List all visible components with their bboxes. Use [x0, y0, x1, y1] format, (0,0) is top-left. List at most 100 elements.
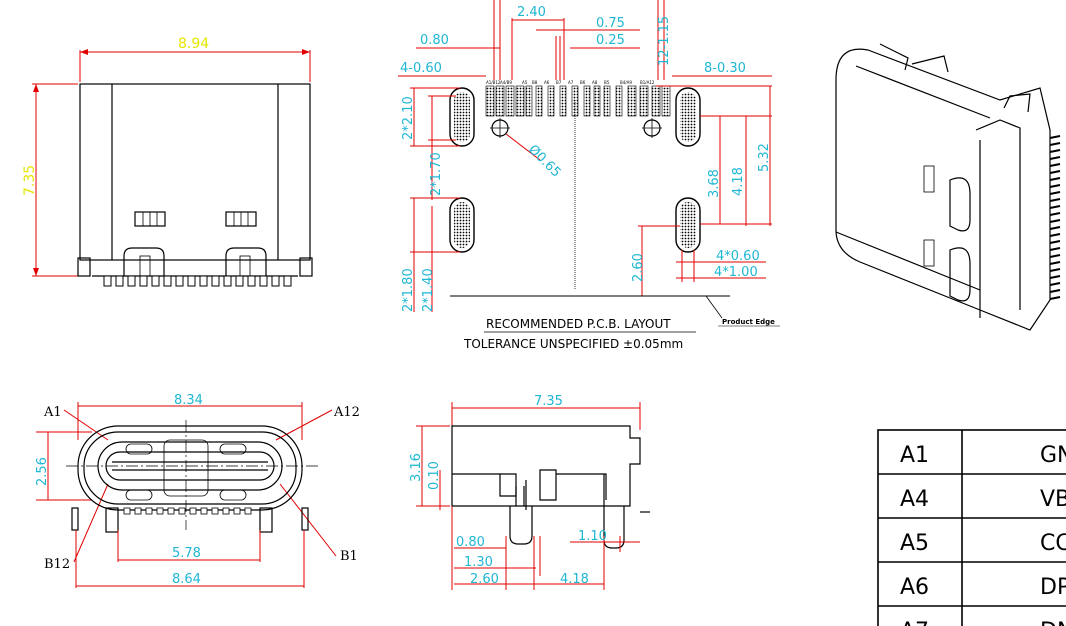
iso-pin	[1049, 226, 1061, 230]
pin-a1-callout: A1	[43, 405, 62, 420]
front-view-pin	[145, 507, 153, 515]
pcb-pad	[515, 85, 525, 117]
top-view-pin	[247, 275, 256, 287]
iso-pin	[1049, 149, 1061, 153]
iso-pin	[1049, 177, 1061, 181]
pcb-pad	[651, 85, 661, 117]
pcb-pad	[547, 85, 555, 117]
pcb-pad	[583, 85, 591, 117]
product-edge-label: Product Edge	[722, 318, 775, 326]
iso-pin	[1049, 198, 1061, 202]
iso-pin	[1049, 275, 1061, 279]
side-dim-1-30: 1.30	[464, 555, 493, 570]
iso-pin	[1049, 212, 1061, 216]
top-view-pin	[115, 275, 124, 287]
iso-pin	[1049, 219, 1061, 223]
table-signal-cell: CC1	[1040, 531, 1066, 556]
iso-pin	[1049, 205, 1061, 209]
front-view-pin	[134, 507, 142, 515]
top-view-pin	[103, 275, 112, 287]
iso-pin	[1049, 240, 1061, 244]
table-pin-cell: A6	[900, 575, 929, 600]
layout-title: RECOMMENDED P.C.B. LAYOUT	[486, 317, 671, 331]
iso-pin	[1049, 289, 1061, 293]
pcb-pad	[505, 85, 515, 117]
iso-pin	[1049, 282, 1061, 286]
iso-pin	[1049, 184, 1061, 188]
pcb-pad	[627, 85, 637, 117]
dim-0-80: 0.80	[420, 33, 449, 48]
side-dim-0-10: 0.10	[427, 461, 442, 490]
dim-4x0-60: 4*0.60	[716, 249, 760, 264]
table-signal-cell: DP1	[1040, 575, 1066, 600]
pcb-pin-label: A7	[568, 80, 574, 85]
pcb-pin-label: B6	[580, 80, 586, 85]
pin-b1-callout: B1	[340, 549, 358, 564]
iso-pin	[1049, 135, 1061, 139]
side-height-3-16: 3.16	[409, 453, 424, 482]
table-signal-cell: VBUS	[1040, 487, 1066, 512]
dim-4-0-60: 4-0.60	[400, 61, 442, 76]
side-view: 7.35 3.16 0.10 0.80 1.30 2.60 4.18 1.10	[409, 394, 650, 590]
front-dim-8-64: 8.64	[172, 572, 201, 587]
front-dim-5-78: 5.78	[172, 546, 201, 561]
side-dim-4-18: 4.18	[560, 572, 589, 587]
layout-tolerance: TOLERANCE UNSPECIFIED ±0.05mm	[463, 337, 683, 351]
dim-2-1-40: 2*1.40	[421, 268, 436, 312]
pcb-pin-label: B8	[532, 80, 538, 85]
pcb-pad	[615, 85, 623, 117]
dim-2-40: 2.40	[517, 5, 546, 20]
front-view: A1 A12 B12 B1 8.34 2.56	[35, 393, 360, 588]
iso-pin	[1049, 268, 1061, 272]
pcb-pin-label: B4/A9	[620, 80, 632, 85]
front-view-pin	[233, 507, 241, 515]
table-pin-cell: A4	[900, 487, 929, 512]
iso-pin	[1049, 247, 1061, 251]
iso-pin	[1049, 261, 1061, 265]
pcb-pad	[485, 85, 495, 117]
isometric-view	[835, 43, 1061, 331]
side-length-7-35: 7.35	[534, 394, 563, 409]
front-height-2-56: 2.56	[35, 457, 50, 486]
table-pin-cell: A1	[900, 443, 929, 468]
pcb-pin-label: B7	[556, 80, 562, 85]
pcb-pad	[559, 85, 567, 117]
front-view-pin	[167, 507, 175, 515]
top-view-pin	[283, 275, 292, 287]
top-width-label: 8.94	[178, 36, 209, 52]
pcb-pin-label: A4/B9	[500, 80, 512, 85]
top-view-pin	[163, 275, 172, 287]
top-view-pin	[235, 275, 244, 287]
top-view-pin	[139, 275, 148, 287]
front-view-pin	[211, 507, 219, 515]
front-view-pin	[156, 507, 164, 515]
pcb-pin-label: A1/B12	[486, 80, 501, 85]
dim-2-60: 2.60	[631, 253, 646, 282]
top-view-pin	[199, 275, 208, 287]
top-view-pin	[175, 275, 184, 287]
front-view-pin	[200, 507, 208, 515]
dim-2-2-10: 2*2.10	[401, 96, 416, 140]
dim-3-68: 3.68	[707, 169, 722, 198]
top-view-pin	[271, 275, 280, 287]
dim-2-1-70: 2*1.70	[429, 152, 444, 196]
top-view-pin	[151, 275, 160, 287]
dim-4-18: 4.18	[731, 167, 746, 196]
dim-5-32: 5.32	[757, 143, 772, 172]
iso-pin	[1049, 233, 1061, 237]
pcb-pin-label: B1/A12	[640, 80, 655, 85]
iso-pin	[1049, 191, 1061, 195]
top-view: 8.94 7.35	[22, 36, 313, 287]
iso-pin	[1049, 170, 1061, 174]
front-view-pin	[178, 507, 186, 515]
pcb-pad	[535, 85, 543, 117]
front-view-pin	[244, 507, 252, 515]
iso-pin	[1049, 296, 1061, 300]
pcb-pad	[661, 85, 671, 117]
iso-pin	[1049, 142, 1061, 146]
dim-0-25: 0.25	[596, 33, 625, 48]
front-view-pin	[189, 507, 197, 515]
pcb-pin-label: B5	[604, 80, 610, 85]
dim-0-75: 0.75	[596, 16, 625, 31]
side-dim-0-80: 0.80	[456, 535, 485, 550]
